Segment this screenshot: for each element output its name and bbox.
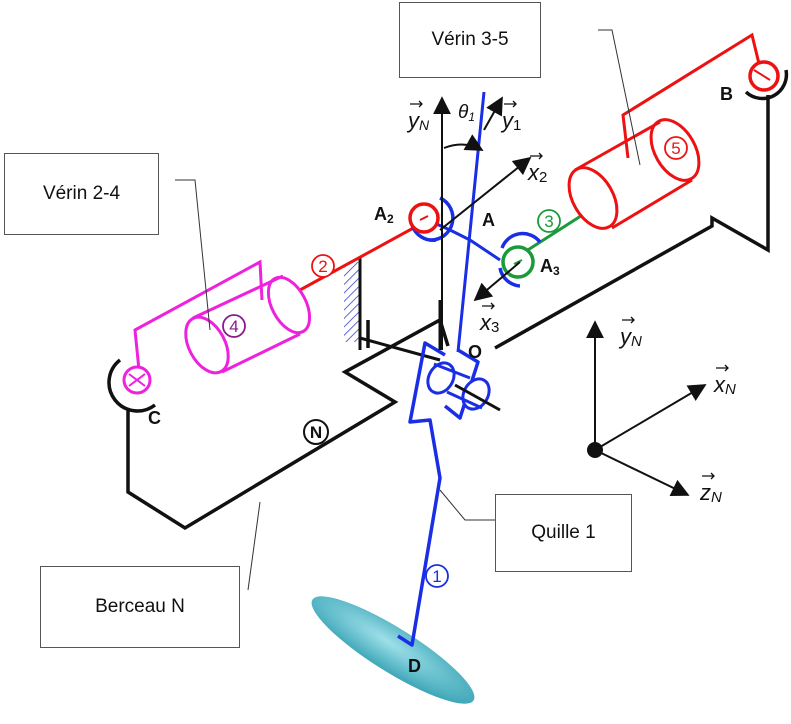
label-x3: x3: [479, 310, 499, 336]
pivot-o-axis: [454, 383, 501, 412]
label-frame-z: zN: [699, 480, 722, 506]
part-2-label: 2: [318, 257, 327, 276]
part-1-label: 1: [432, 567, 441, 586]
joint-b: [744, 60, 789, 101]
global-frame: [586, 320, 707, 497]
label-yn-top: yN: [406, 108, 430, 133]
label-x2: x2: [527, 160, 547, 186]
label-y1: y1: [500, 108, 521, 134]
label-frame-y: yN: [618, 324, 642, 350]
label-a: A: [482, 210, 495, 230]
leader-lines: [175, 29, 641, 591]
callout-berceau-n-text: Berceau N: [95, 596, 185, 617]
axis-labels: yN θ1 y1 x2 x3 yN xN zN: [406, 102, 736, 506]
callout-berceau-n: Berceau N: [40, 566, 240, 648]
part-3-label: 3: [544, 212, 553, 231]
label-c: C: [148, 408, 161, 428]
point-labels: A2 A A3 B C D O: [148, 84, 733, 676]
fixed-support: [344, 258, 441, 362]
joint-a2: [408, 196, 455, 242]
label-o: O: [468, 342, 482, 362]
local-axes: [433, 96, 532, 350]
callout-verin-2-4-text: Vérin 2-4: [42, 183, 121, 204]
label-d: D: [408, 656, 421, 676]
joint-c: [107, 358, 157, 413]
keel-bulb: [311, 596, 475, 704]
berceau-frame: [126, 95, 770, 531]
label-a2: A2: [374, 204, 394, 226]
callout-verin-2-4: Vérin 2-4: [4, 153, 159, 235]
part-4-label: 4: [229, 317, 238, 336]
vector-arrows: [410, 100, 729, 480]
label-frame-x: xN: [713, 372, 736, 398]
callout-quille-1-text: Quille 1: [531, 522, 596, 543]
part-labels: 1 2 3 4 5 N: [222, 136, 688, 588]
part-5-label: 5: [671, 139, 680, 158]
callout-quille-1: Quille 1: [495, 494, 632, 572]
label-theta: θ1: [458, 102, 475, 124]
global-origin: [587, 442, 603, 458]
part-n-label: N: [310, 423, 322, 442]
cylinder-part-4: [133, 259, 312, 381]
label-b: B: [720, 84, 733, 104]
rod-part-2: [299, 218, 429, 292]
joint-a3: [498, 231, 542, 288]
callout-verin-3-5: Vérin 3-5: [399, 2, 541, 78]
cylinder-part-5: [567, 32, 764, 230]
label-a3: A3: [540, 256, 560, 278]
callout-verin-3-5-text: Vérin 3-5: [431, 29, 509, 50]
